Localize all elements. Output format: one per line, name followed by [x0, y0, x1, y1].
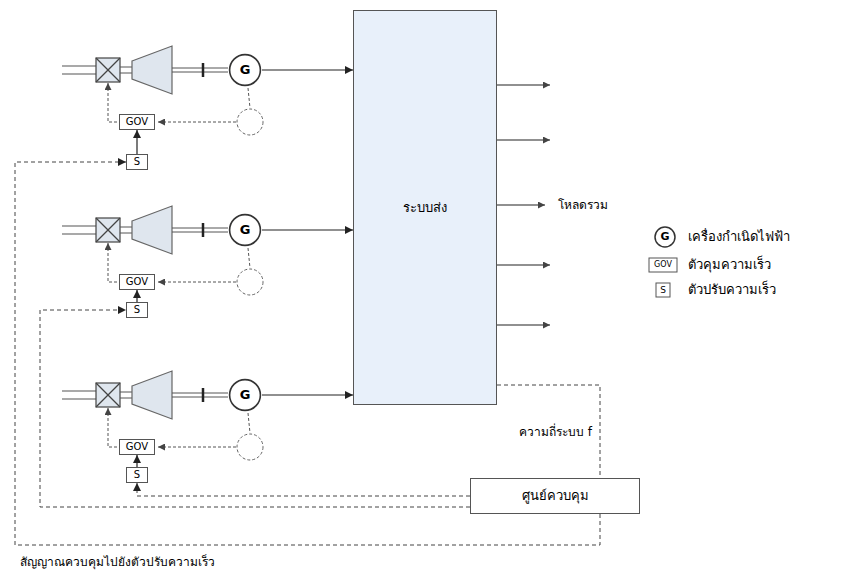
generator-circle: G: [228, 213, 262, 247]
speed-changer-label: S: [134, 156, 140, 168]
control-center-box: ศูนย์ควบคุม: [470, 478, 640, 514]
transmission-box: ระบบส่ง: [353, 10, 497, 405]
load-arrow: [497, 264, 550, 265]
legend-text: ตัวคุมความเร็ว: [688, 257, 771, 273]
load-arrow: [497, 84, 550, 85]
signal-line: [137, 483, 470, 496]
governor-box: GOV: [119, 439, 155, 455]
power-arrow: [136, 290, 137, 302]
power-arrow: [262, 69, 353, 70]
power-arrow: [136, 455, 137, 467]
legend-governor-sample: [649, 258, 677, 272]
transmission-label: ระบบส่ง: [403, 200, 447, 216]
legend-changer-sample: [656, 283, 670, 297]
speed-changer-label: S: [134, 304, 140, 316]
circle-outline: [230, 215, 261, 246]
power-arrow: [262, 229, 353, 230]
legend-text: เครื่องกำเนิดไฟฟ้า: [688, 229, 790, 245]
generator-unit: [62, 46, 263, 135]
legend-sample-text: GOV: [654, 260, 672, 270]
generator-label: G: [240, 62, 251, 78]
governor-box: GOV: [119, 114, 155, 130]
legend-text: ตัวปรับความเร็ว: [688, 282, 776, 298]
power-arrow: [262, 394, 353, 395]
speed-changer-box: S: [126, 154, 148, 170]
load-arrow: [497, 139, 550, 140]
signal-note: สัญญาณควบคุมไปยังตัวปรับความเร็ว: [20, 555, 215, 569]
circle-outline: [230, 380, 261, 411]
legend-sample-text: S: [660, 285, 666, 296]
generator-circle: G: [228, 53, 262, 87]
legend-sample-text: G: [660, 230, 669, 243]
circle-outline: [230, 55, 261, 86]
generator-circle: G: [228, 378, 262, 412]
legend-generator-sample: [655, 227, 675, 247]
load-label: โหลดรวม: [558, 198, 608, 212]
speed-changer-box: S: [126, 467, 148, 483]
speed-changer-box: S: [126, 302, 148, 318]
control-center-label: ศูนย์ควบคุม: [522, 488, 589, 504]
generator-unit: [62, 206, 263, 295]
governor-label: GOV: [126, 441, 148, 453]
generator-label: G: [240, 222, 251, 238]
generator-unit: [62, 371, 263, 460]
signal-line: [497, 385, 600, 478]
power-arrow: [136, 130, 137, 154]
speed-changer-label: S: [134, 469, 140, 481]
load-arrow: [497, 204, 545, 205]
generator-label: G: [240, 387, 251, 403]
governor-label: GOV: [126, 276, 148, 288]
load-arrow: [497, 324, 550, 325]
governor-box: GOV: [119, 274, 155, 290]
edge-label: ความถี่ระบบ f: [517, 425, 594, 439]
governor-label: GOV: [126, 116, 148, 128]
